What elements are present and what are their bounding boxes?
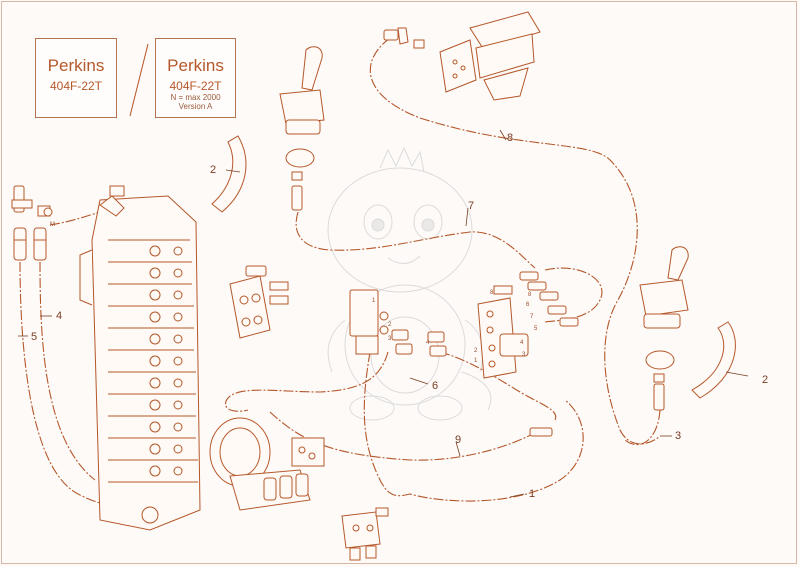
port-label: 3 bbox=[522, 352, 526, 358]
callout-2-right: 2 bbox=[762, 374, 769, 386]
callout-6: 6 bbox=[432, 380, 439, 392]
slash-separator bbox=[129, 43, 149, 117]
joystick-left bbox=[279, 46, 325, 211]
foot-pedal bbox=[439, 11, 541, 101]
hose-7 bbox=[295, 211, 536, 269]
engine-version-note: Version A bbox=[178, 102, 213, 111]
port-label: 2 bbox=[388, 322, 392, 328]
port-label: 1 bbox=[474, 358, 478, 364]
port-label: 5 bbox=[534, 326, 538, 332]
port-label: 7 bbox=[530, 314, 534, 320]
engine-model: 404F-22T bbox=[169, 79, 222, 93]
port-label: 4 bbox=[520, 340, 524, 346]
port-label: 8 bbox=[528, 292, 532, 298]
engine-brand: Perkins bbox=[47, 56, 105, 75]
curved-hose-right bbox=[691, 321, 736, 399]
hose-9 bbox=[269, 411, 541, 461]
hose-8 bbox=[369, 37, 661, 445]
sectional-valve-bank bbox=[79, 185, 201, 531]
port-label: 2 bbox=[474, 348, 478, 354]
watermark-mascot bbox=[327, 146, 492, 421]
leader-lines bbox=[18, 129, 749, 498]
port-label: 4 bbox=[426, 340, 430, 346]
callout-8: 8 bbox=[507, 132, 514, 144]
valve-block-right bbox=[477, 271, 579, 437]
engine-model: 404F-22T bbox=[49, 79, 103, 93]
engine-speed-note: N = max 2000 bbox=[170, 93, 221, 102]
port-label: 6 bbox=[526, 302, 530, 308]
pump-assembly bbox=[209, 417, 325, 511]
port-label: 3 bbox=[388, 336, 392, 342]
callout-3: 3 bbox=[675, 430, 682, 442]
callout-7: 7 bbox=[468, 200, 475, 212]
center-valve bbox=[349, 289, 447, 357]
engine-box-version-a: Perkins 404F-22T N = max 2000 Version A bbox=[155, 38, 236, 118]
engine-box-standard: Perkins 404F-22T bbox=[35, 38, 117, 118]
hose-6 bbox=[224, 351, 389, 412]
callout-2-left: 2 bbox=[210, 164, 217, 176]
hose-1 bbox=[363, 351, 584, 502]
curved-hose-left bbox=[211, 135, 247, 213]
callout-5: 5 bbox=[31, 331, 38, 343]
bottom-valve bbox=[341, 507, 389, 561]
callout-1: 1 bbox=[529, 488, 536, 500]
small-valve-left bbox=[229, 265, 289, 339]
port-label-m: M bbox=[50, 222, 55, 228]
port-label: 1 bbox=[372, 298, 376, 304]
engine-brand: Perkins bbox=[167, 56, 224, 75]
hose-left-link bbox=[49, 211, 101, 226]
hose-to-lower bbox=[439, 351, 557, 421]
joystick-right bbox=[639, 246, 689, 411]
hose-3 bbox=[624, 409, 661, 446]
callout-9: 9 bbox=[455, 434, 462, 446]
left-fittings bbox=[11, 185, 53, 261]
callout-4: 4 bbox=[56, 310, 63, 322]
top-elbow-fittings bbox=[383, 27, 425, 49]
port-label: 8 bbox=[490, 290, 494, 296]
